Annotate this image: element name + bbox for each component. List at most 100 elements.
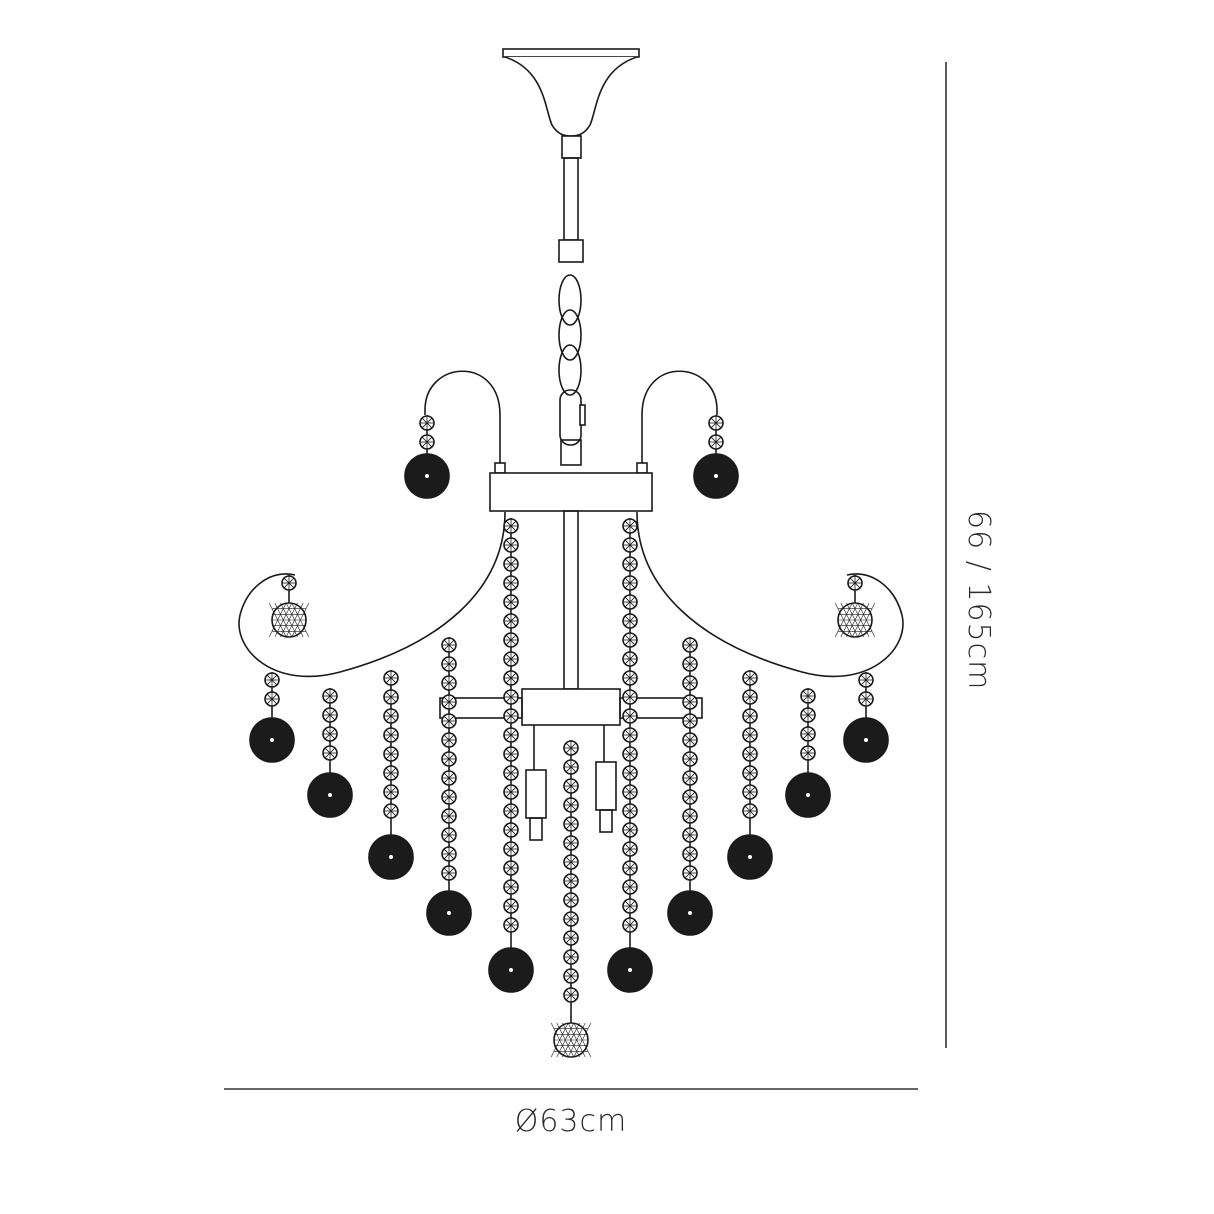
crystal-bead <box>622 689 638 705</box>
crystal-bead <box>563 778 579 794</box>
crystal-bead <box>383 670 399 686</box>
crystal-bead <box>800 745 816 761</box>
crystal-bead <box>441 713 457 729</box>
crystal-disc <box>488 947 534 993</box>
crystal-bead <box>682 675 698 691</box>
crystal-bead <box>503 651 519 667</box>
crystal-bead <box>441 808 457 824</box>
crystal-bead <box>742 765 758 781</box>
crystal-bead <box>622 917 638 933</box>
crystal-bead <box>441 694 457 710</box>
crystal-bead <box>682 732 698 748</box>
crystal-bead <box>503 613 519 629</box>
crystal-bead <box>563 911 579 927</box>
crystal-bead <box>503 879 519 895</box>
crystal-bead <box>441 827 457 843</box>
crystal-bead <box>682 865 698 881</box>
crystal-bead <box>622 575 638 591</box>
crystal-bead <box>622 765 638 781</box>
crystal-bead <box>563 797 579 813</box>
lower-arms <box>238 511 904 678</box>
crystal-bead <box>682 808 698 824</box>
crystal-bead <box>503 860 519 876</box>
crystal-bead <box>622 822 638 838</box>
crystal-bead <box>441 732 457 748</box>
crystal-bead <box>682 637 698 653</box>
crystal-bead <box>419 434 435 450</box>
crystal-bead <box>322 707 338 723</box>
crystal-bead <box>622 537 638 553</box>
crystal-bead <box>858 672 874 688</box>
crystal-bead <box>503 727 519 743</box>
crystal-bead <box>682 751 698 767</box>
crystal-bead <box>563 892 579 908</box>
crystal-bead <box>563 930 579 946</box>
suspension-rod <box>558 157 584 263</box>
crystal-bead <box>800 726 816 742</box>
crystal-bead <box>622 746 638 762</box>
crystal-bead <box>503 575 519 591</box>
crystal-bead <box>622 898 638 914</box>
crystal-bead <box>322 688 338 704</box>
faceted-crystal-ball <box>268 602 310 638</box>
crystal-bead <box>383 803 399 819</box>
crystal-strands <box>249 415 889 1058</box>
diameter-label: Ø63cm <box>514 1104 628 1139</box>
crystal-bead <box>622 860 638 876</box>
crystal-disc <box>249 717 295 763</box>
crystal-bead <box>503 765 519 781</box>
crystal-bead <box>622 632 638 648</box>
crystal-bead <box>563 968 579 984</box>
crystal-disc <box>404 453 450 499</box>
faceted-crystal-ball <box>834 602 876 638</box>
crystal-disc <box>785 772 831 818</box>
height-label: 66 / 165cm <box>961 510 996 691</box>
body-plate <box>489 472 653 726</box>
crystal-bead <box>742 689 758 705</box>
faceted-crystal-ball <box>550 1022 592 1058</box>
crystal-bead <box>503 746 519 762</box>
crystal-bead <box>622 556 638 572</box>
crystal-bead <box>622 727 638 743</box>
crystal-bead <box>503 594 519 610</box>
crystal-bead <box>503 556 519 572</box>
crystal-bead <box>419 415 435 431</box>
crystal-bead <box>682 694 698 710</box>
crystal-bead <box>622 879 638 895</box>
crystal-bead <box>503 518 519 534</box>
crystal-bead <box>622 613 638 629</box>
crystal-bead <box>742 708 758 724</box>
crystal-bead <box>281 575 297 591</box>
crystal-disc <box>307 772 353 818</box>
crystal-bead <box>383 784 399 800</box>
crystal-bead <box>682 827 698 843</box>
crystal-disc <box>426 890 472 936</box>
crystal-bead <box>383 765 399 781</box>
crystal-bead <box>441 675 457 691</box>
crystal-bead <box>441 770 457 786</box>
crystal-bead <box>742 803 758 819</box>
crystal-bead <box>563 987 579 1003</box>
dimension-lines <box>224 62 947 1090</box>
crystal-bead <box>682 770 698 786</box>
crystal-bead <box>503 689 519 705</box>
ceiling-canopy <box>502 48 640 159</box>
crystal-bead <box>441 656 457 672</box>
crystal-bead <box>622 670 638 686</box>
upper-arms <box>424 370 718 474</box>
crystal-bead <box>622 594 638 610</box>
crystal-bead <box>563 949 579 965</box>
crystal-bead <box>441 637 457 653</box>
crystal-bead <box>682 713 698 729</box>
crystal-bead <box>503 803 519 819</box>
crystal-bead <box>503 917 519 933</box>
crystal-bead <box>708 415 724 431</box>
crystal-disc <box>727 834 773 880</box>
crystal-bead <box>503 537 519 553</box>
crystal-bead <box>383 727 399 743</box>
crystal-bead <box>708 434 724 450</box>
crystal-disc <box>607 947 653 993</box>
chain <box>558 274 586 466</box>
